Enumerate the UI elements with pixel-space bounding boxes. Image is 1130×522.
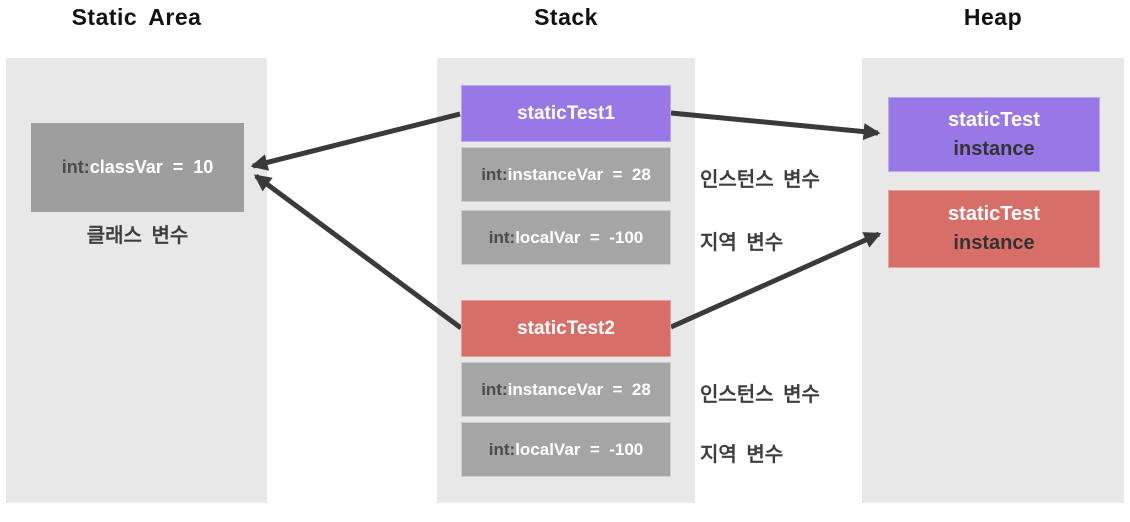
static-area-title: Static Area bbox=[71, 4, 202, 30]
stack-frame-statictest2-header: staticTest2 bbox=[461, 300, 671, 357]
heap-instance-class: staticTest bbox=[948, 203, 1040, 225]
class-var-box: int:classVar = 10 bbox=[31, 123, 244, 212]
heap-instance-label: instance bbox=[953, 137, 1035, 160]
localvar-value: localVar = -100 bbox=[515, 439, 644, 459]
instance-variable-label: 인스턴스 변수 bbox=[700, 384, 820, 406]
local-variable-label: 지역 변수 bbox=[700, 232, 784, 254]
instancevar-value: instanceVar = 28 bbox=[507, 164, 651, 184]
localvar-type: int: bbox=[488, 439, 516, 459]
stack-frame1-instancevar-box: int:instanceVar = 28 bbox=[461, 147, 671, 202]
local-variable-label: 지역 변수 bbox=[700, 444, 784, 466]
stack-frame2-instancevar-box: int:instanceVar = 28 bbox=[461, 362, 671, 417]
arrow-statictest2-to-classvar bbox=[253, 173, 463, 331]
class-var-value: classVar = 10 bbox=[89, 157, 214, 177]
heap-title: Heap bbox=[963, 4, 1023, 30]
arrow-statictest1-to-classvar bbox=[250, 111, 461, 171]
instancevar-value: instanceVar = 28 bbox=[507, 379, 651, 399]
localvar-type: int: bbox=[488, 227, 516, 247]
localvar-value: localVar = -100 bbox=[515, 227, 644, 247]
instancevar-type: int: bbox=[481, 379, 508, 399]
stack-frame2-localvar-box: int:localVar = -100 bbox=[461, 422, 671, 477]
instancevar-type: int: bbox=[481, 164, 508, 184]
heap-instance-box-purple: staticTest instance bbox=[888, 97, 1100, 172]
class-var-type: int: bbox=[61, 157, 90, 177]
instance-variable-label: 인스턴스 변수 bbox=[700, 169, 820, 191]
class-var-caption: 클래스 변수 bbox=[86, 225, 189, 247]
stack-title: Stack bbox=[534, 4, 598, 30]
stack-frame1-localvar-box: int:localVar = -100 bbox=[461, 210, 671, 265]
heap-instance-label: instance bbox=[953, 232, 1035, 254]
heap-instance-class: staticTest bbox=[948, 108, 1040, 131]
arrow-statictest1-to-heap-instance bbox=[670, 110, 881, 141]
stack-frame-statictest1-header: staticTest1 bbox=[461, 85, 671, 142]
heap-instance-box-red: staticTest instance bbox=[888, 190, 1100, 268]
